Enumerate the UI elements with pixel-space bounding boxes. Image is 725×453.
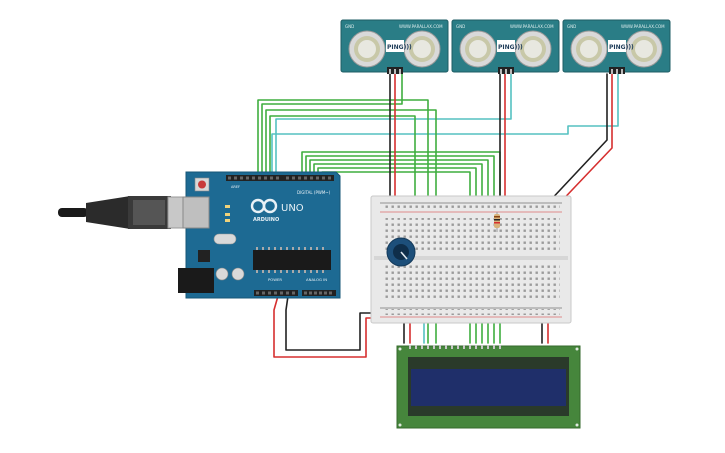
digital-header (226, 175, 334, 181)
usb-cable (58, 196, 195, 229)
usb-jack (182, 196, 210, 229)
led-l (225, 205, 230, 208)
sensor-label-gnd: GND (567, 24, 576, 29)
digital-label: DIGITAL (PWM~) (297, 190, 331, 195)
arduino-uno[interactable]: DIGITAL (PWM~) AREF ARDUINO UNO POWER AN… (178, 171, 341, 299)
sensor-3[interactable]: GND WWW.PARALLAX.COM PING))) (562, 19, 671, 74)
sensor-model: PING))) (498, 44, 523, 51)
sensor-1[interactable]: GND WWW.PARALLAX.COM PING))) (340, 19, 449, 74)
wire-red-5v (273, 295, 383, 358)
arduino-logo: ARDUINO UNO (250, 198, 304, 223)
wire-teal-sensor1 (261, 73, 403, 179)
voltage-regulator (198, 250, 210, 262)
lcd-screen (411, 369, 566, 406)
arduino-logo-text: ARDUINO (253, 217, 279, 223)
wire-black-sensor3 (545, 73, 608, 206)
capacitor-2 (231, 267, 245, 281)
sensor-brand: WWW.PARALLAX.COM (510, 24, 554, 29)
wire-black-gnd (285, 295, 379, 351)
sensor-label-gnd: GND (345, 24, 354, 29)
sensor-brand: WWW.PARALLAX.COM (399, 24, 443, 29)
atmega-chip (253, 250, 331, 270)
wire-red-sensor3 (552, 73, 613, 211)
potentiometer[interactable] (386, 237, 416, 267)
resistor (494, 212, 500, 232)
aref-label: AREF (231, 185, 240, 189)
breadboard[interactable] (370, 195, 572, 324)
sensor-model: PING))) (387, 44, 412, 51)
lcd-16x2[interactable] (396, 345, 581, 429)
power-jack (178, 268, 214, 293)
sensor-label-gnd: GND (456, 24, 465, 29)
crystal (213, 233, 237, 245)
wire-teal-sensor3 (271, 73, 619, 179)
sensor-brand: WWW.PARALLAX.COM (621, 24, 665, 29)
wire-teal-sensor2 (275, 73, 512, 179)
analog-label: ANALOG IN (306, 277, 327, 282)
sensor-model: PING))) (609, 44, 634, 51)
led-rx (225, 219, 230, 222)
power-label: POWER (268, 277, 282, 282)
sensor-2[interactable]: GND WWW.PARALLAX.COM PING))) (451, 19, 560, 74)
led-tx (225, 213, 230, 216)
capacitor-1 (215, 267, 229, 281)
arduino-model-text: UNO (281, 203, 304, 214)
